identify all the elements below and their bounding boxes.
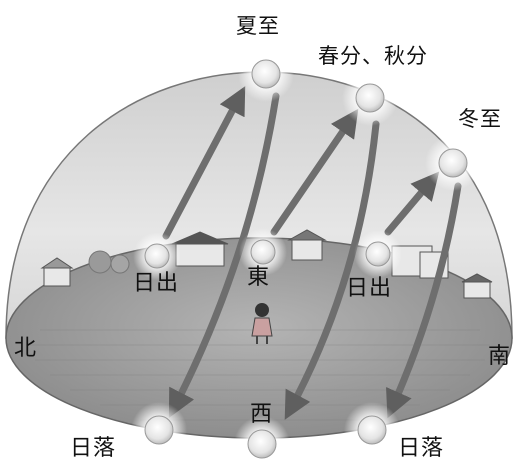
sun-equinox — [342, 70, 398, 126]
west-label: 西 — [250, 402, 274, 427]
east-label: 東 — [247, 265, 271, 290]
sun-rise-summer — [133, 232, 181, 280]
sun-winter-solstice — [425, 135, 481, 191]
sun-rise-winter — [354, 230, 402, 278]
south-label: 南 — [488, 344, 512, 369]
sun-set-equinox — [234, 416, 290, 468]
equinox-set-arrow — [284, 120, 380, 420]
child-figure — [251, 303, 273, 344]
sun-path-arrows — [162, 86, 462, 420]
equinox-label: 春分、秋分 — [318, 44, 428, 68]
summer-solstice-label: 夏至 — [236, 14, 280, 38]
winter-rise-arrow — [384, 171, 440, 236]
sun-rise-equinox — [239, 228, 287, 276]
sunset-label-left: 日落 — [70, 436, 117, 461]
equinox-rise-arrow — [270, 108, 359, 236]
north-label: 北 — [14, 336, 38, 361]
winter-solstice-label: 冬至 — [458, 107, 502, 131]
sun-summer-solstice — [238, 46, 294, 102]
summer-set-arrow — [168, 92, 280, 418]
winter-set-arrow — [386, 182, 462, 419]
sunset-label-right: 日落 — [398, 436, 445, 461]
horizon-buildings — [40, 229, 493, 299]
sun-set-summer — [131, 402, 187, 458]
sunrise-label-left: 日出 — [133, 271, 180, 296]
sunrise-label-right: 日出 — [346, 276, 393, 301]
sun-set-winter — [344, 402, 400, 458]
summer-rise-arrow — [162, 86, 246, 240]
